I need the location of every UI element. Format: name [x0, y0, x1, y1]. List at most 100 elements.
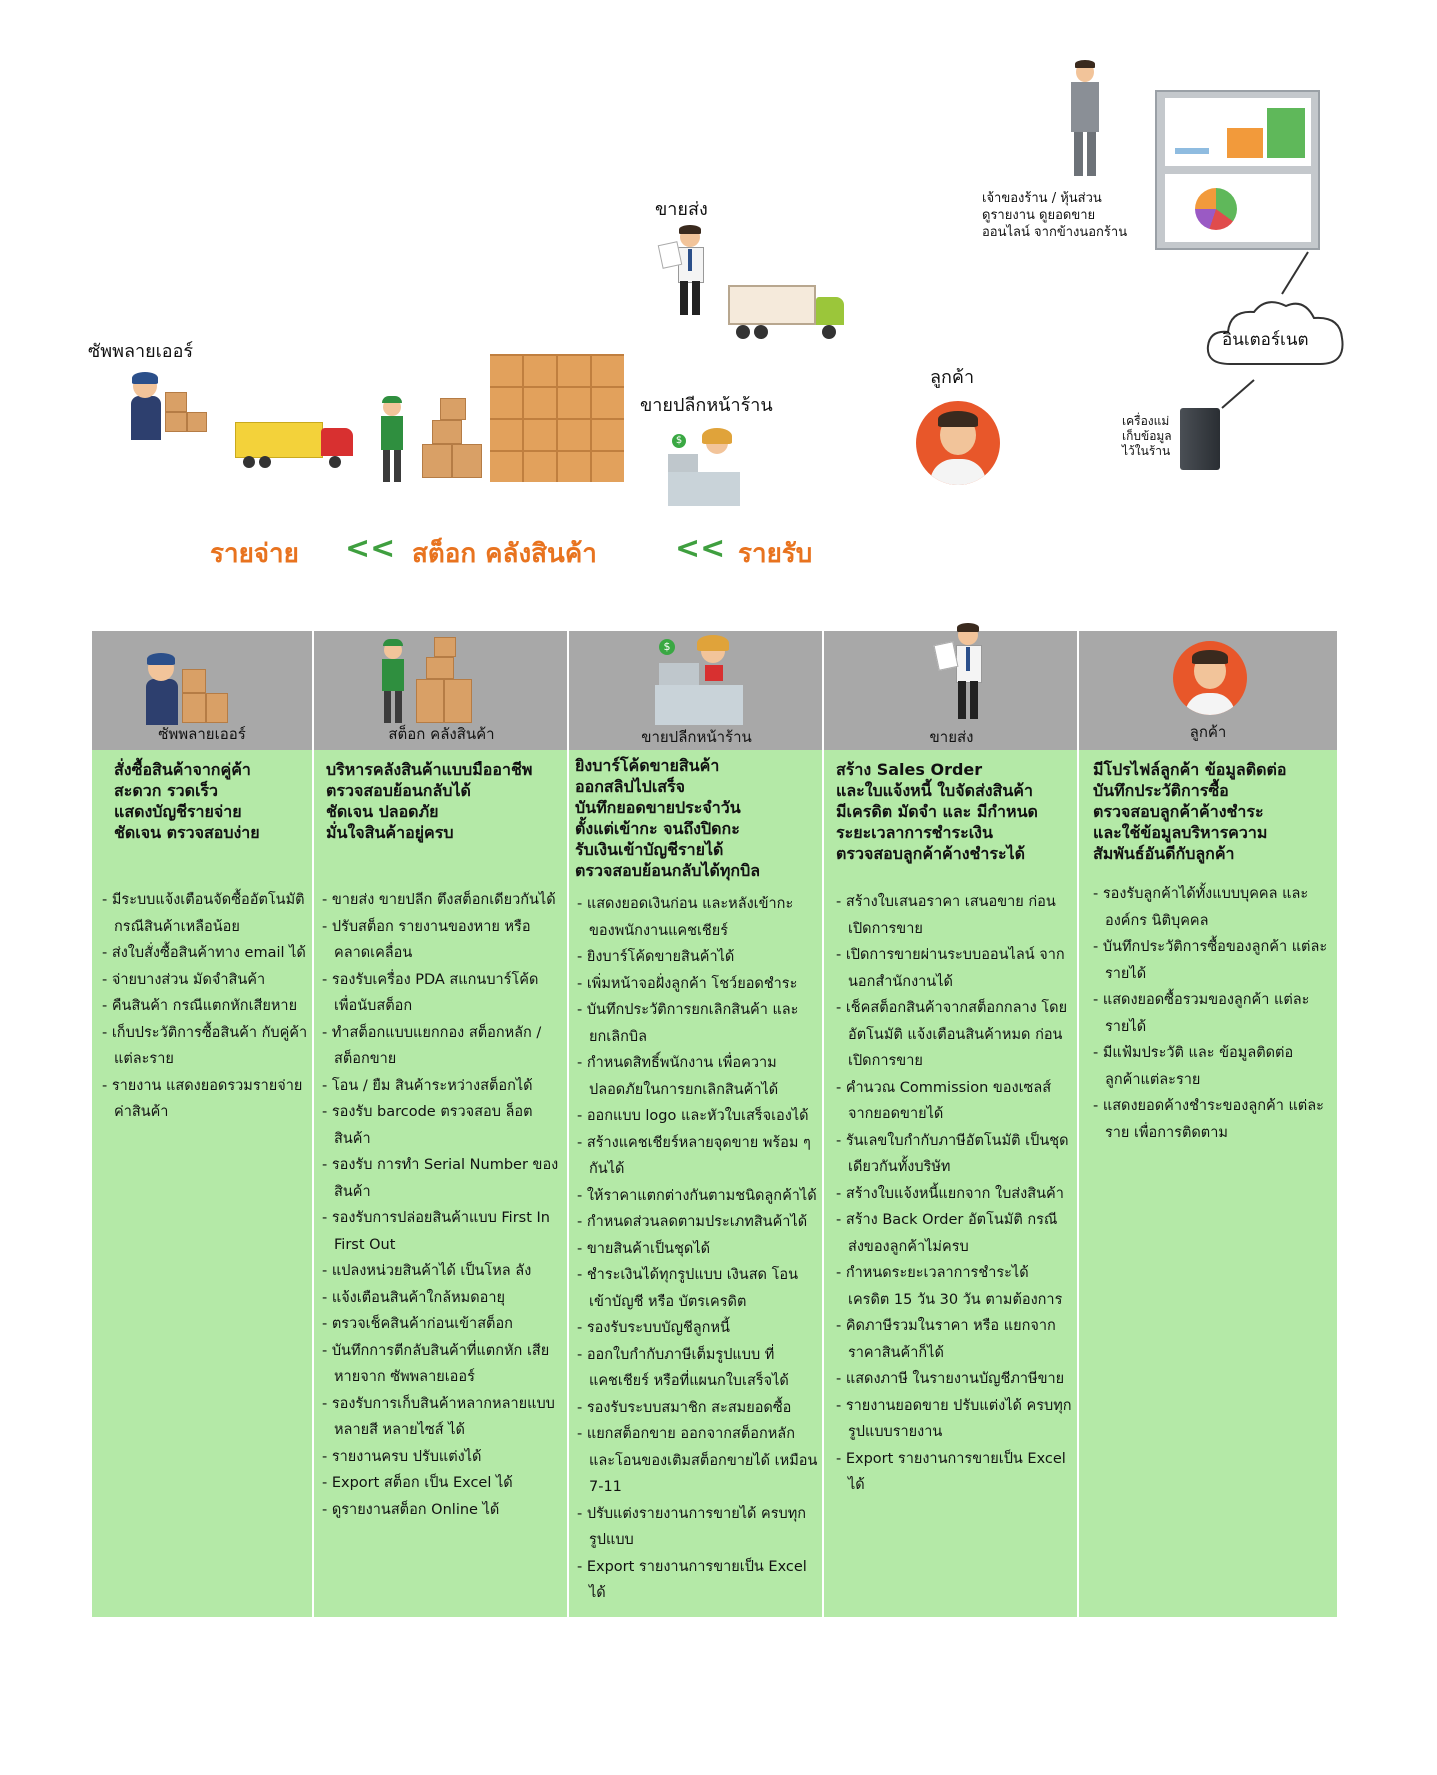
column-retail: $ ขายปลีกหน้าร้าน ยิงบาร์โค้ดขายสินค้า อ…	[567, 631, 824, 1617]
feature-item: ออกแบบ logo และหัวใบเสร็จเองได้	[573, 1103, 818, 1130]
owner-text: เจ้าของร้าน / หุ้นส่วน ดูรายงาน ดูยอดขาย…	[982, 191, 1128, 240]
feature-item: จ่ายบางส่วน มัดจำสินค้า	[98, 967, 308, 994]
column-summary: ยิงบาร์โค้ดขายสินค้า ออกสลิปไปเสร็จ บันท…	[575, 756, 761, 880]
feature-item: ทำสต็อกแบบแยกกอง สต็อกหลัก / สต็อกขาย	[318, 1020, 563, 1073]
wholesale-label: ขายส่ง	[655, 199, 708, 220]
feature-item: มีระบบแจ้งเตือนจัดซื้ออัตโนมัติ กรณีสินค…	[98, 887, 308, 940]
feature-item: รองรับการเก็บสินค้าหลากหลายแบบ หลายสี หล…	[318, 1391, 563, 1444]
warehouse-worker-icon	[376, 637, 476, 725]
boxes-stack-icon	[422, 398, 484, 480]
feature-item: รองรับเครื่อง PDA สแกนบาร์โค้ด เพื่อนับส…	[318, 967, 563, 1020]
feature-item: ดูรายงานสต็อก Online ได้	[318, 1497, 563, 1524]
delivery-truck-icon	[728, 285, 846, 341]
internet-label: อินเตอร์เนต	[1222, 330, 1309, 350]
flow-expense: รายจ่าย	[210, 539, 299, 569]
cloud-icon	[1200, 294, 1350, 378]
retail-label: ขายปลีกหน้าร้าน	[640, 395, 773, 416]
server-icon	[1180, 408, 1220, 470]
column-summary: สร้าง Sales Order และใบแจ้งหนี้ ใบจัดส่ง…	[836, 760, 1038, 863]
feature-item: Export รายงานการขายเป็น Excel ได้	[573, 1554, 818, 1607]
column-label: ซัพพลายเออร์	[158, 725, 246, 743]
supplier-label: ซัพพลายเออร์	[88, 341, 194, 362]
feature-item: บันทึกประวัติการยกเลิกสินค้า และยกเลิกบิ…	[573, 997, 818, 1050]
feature-item: ขายสินค้าเป็นชุดได้	[573, 1236, 818, 1263]
feature-item: แยกสต็อกขาย ออกจากสต็อกหลัก และโอนของเติ…	[573, 1421, 818, 1501]
flow-stock: สต็อก คลังสินค้า	[412, 539, 597, 569]
feature-item: ตรวจเช็คสินค้าก่อนเข้าสต็อก	[318, 1311, 563, 1338]
feature-item: คิดภาษีรวมในราคา หรือ แยกจากราคาสินค้าก็…	[832, 1313, 1073, 1366]
feature-item: บันทึกการตีกลับสินค้าที่แตกหัก เสียหายจา…	[318, 1338, 563, 1391]
column-label: ขายส่ง	[929, 728, 974, 746]
supplier-icon	[138, 651, 228, 727]
supplier-icon	[115, 370, 210, 442]
feature-item: กำหนดส่วนลดตามประเภทสินค้าได้	[573, 1209, 818, 1236]
feature-item: แสดงภาษี ในรายงานบัญชีภาษีขาย	[832, 1366, 1073, 1393]
feature-item: ส่งใบสั่งซื้อสินค้าทาง email ได้	[98, 940, 308, 967]
column-stock: สต็อก คลังสินค้า บริหารคลังสินค้าแบบมืออ…	[312, 631, 569, 1617]
column-label: ลูกค้า	[1189, 723, 1227, 741]
column-header: ลูกค้า	[1077, 631, 1337, 750]
feature-item: ขายส่ง ขายปลีก ตึงสต็อกเดียวกันได้	[318, 887, 563, 914]
feature-item: เพิ่มหน้าจอฝั่งลูกค้า โชว์ยอดชำระ	[573, 971, 818, 998]
feature-item: ชำระเงินได้ทุกรูปแบบ เงินสด โอนเข้าบัญชี…	[573, 1262, 818, 1315]
feature-item: รองรับระบบสมาชิก สะสมยอดซื้อ	[573, 1395, 818, 1422]
flow-income: รายรับ	[738, 539, 813, 569]
feature-item: เก็บประวัติการซื้อสินค้า กับคู่ค้าแต่ละร…	[98, 1020, 308, 1073]
feature-list: สร้างใบเสนอราคา เสนอขาย ก่อนเปิดการขาย เ…	[832, 889, 1073, 1499]
feature-item: ยิงบาร์โค้ดขายสินค้าได้	[573, 944, 818, 971]
feature-item: แจ้งเตือนสินค้าใกล้หมดอายุ	[318, 1285, 563, 1312]
feature-item: รองรับระบบบัญชีลูกหนี้	[573, 1315, 818, 1342]
customer-avatar-icon	[916, 401, 1000, 485]
feature-item: แปลงหน่วยสินค้าได้ เป็นโหล ลัง	[318, 1258, 563, 1285]
network-lines	[1221, 251, 1309, 409]
flow-chevron-2: <<	[675, 531, 726, 566]
feature-item: แสดงยอดเงินก่อน และหลังเข้ากะ ของพนักงาน…	[573, 891, 818, 944]
feature-item: ปรับแต่งรายงานการขายได้ ครบทุกรูปแบบ	[573, 1501, 818, 1554]
column-summary: สั่งซื้อสินค้าจากคู่ค้า สะดวก รวดเร็ว แส…	[114, 760, 260, 842]
column-label: ขายปลีกหน้าร้าน	[641, 728, 752, 746]
feature-item: รายงานครบ ปรับแต่งได้	[318, 1444, 563, 1471]
feature-item: กำหนดสิทธิ์พนักงาน เพื่อความ ปลอดภัยในกา…	[573, 1050, 818, 1103]
cashier-icon: $	[668, 428, 743, 508]
column-header: สต็อก คลังสินค้า	[312, 631, 569, 750]
feature-item: รองรับ barcode ตรวจสอบ ล็อตสินค้า	[318, 1099, 563, 1152]
feature-item: สร้างแคชเชียร์หลายจุดขาย พร้อม ๆ กันได้	[573, 1130, 818, 1183]
feature-item: ปรับสต็อก รายงานของหาย หรือ คลาดเคลื่อน	[318, 914, 563, 967]
column-summary: มีโปรไฟล์ลูกค้า ข้อมูลติดต่อ บันทึกประวั…	[1093, 760, 1287, 863]
feature-item: ออกใบกำกับภาษีเต็มรูปแบบ ที่แคชเชียร์ หร…	[573, 1342, 818, 1395]
feature-list: ขายส่ง ขายปลีก ตึงสต็อกเดียวกันได้ ปรับส…	[318, 887, 563, 1523]
feature-grid: ซัพพลายเออร์ สั่งซื้อสินค้าจากคู่ค้า สะด…	[92, 623, 1337, 1617]
salesman-icon	[657, 225, 710, 317]
feature-list: มีระบบแจ้งเตือนจัดซื้ออัตโนมัติ กรณีสินค…	[98, 887, 308, 1126]
feature-item: Export สต็อก เป็น Excel ได้	[318, 1470, 563, 1497]
feature-item: มีแฟ้มประวัติ และ ข้อมูลติดต่อ ลูกค้าแต่…	[1089, 1040, 1331, 1093]
column-wholesale: ขายส่ง สร้าง Sales Order และใบแจ้งหนี้ ใ…	[822, 623, 1079, 1617]
warehouse-boxes-icon	[490, 354, 624, 482]
column-customer: ลูกค้า มีโปรไฟล์ลูกค้า ข้อมูลติดต่อ บันท…	[1077, 631, 1337, 1617]
feature-item: รันเลขใบกำกับภาษีอัตโนมัติ เป็นชุดเดียวก…	[832, 1128, 1073, 1181]
feature-item: รองรับลูกค้าได้ทั้งแบบบุคคล และองค์กร นิ…	[1089, 881, 1331, 934]
salesman-icon	[933, 623, 994, 723]
truck-icon	[235, 422, 355, 470]
feature-item: แสดงยอดซื้อรวมของลูกค้า แต่ละรายได้	[1089, 987, 1331, 1040]
feature-item: รองรับการปล่อยสินค้าแบบ First In First O…	[318, 1205, 563, 1258]
feature-item: แสดงยอดค้างชำระของลูกค้า แต่ละราย เพื่อก…	[1089, 1093, 1331, 1146]
flow-chevron-1: <<	[345, 531, 396, 566]
dashboard-monitor-icon	[1155, 90, 1320, 250]
column-header: ซัพพลายเออร์	[92, 631, 312, 750]
worker-icon	[378, 396, 408, 484]
customer-label: ลูกค้า	[930, 367, 975, 388]
customer-icon	[1173, 641, 1247, 715]
feature-list: รองรับลูกค้าได้ทั้งแบบบุคคล และองค์กร นิ…	[1089, 881, 1331, 1146]
column-summary: บริหารคลังสินค้าแบบมืออาชีพ ตรวจสอบย้อนก…	[326, 760, 533, 842]
feature-item: เช็คสต็อกสินค้าจากสต็อกกลาง โดยอัตโนมัติ…	[832, 995, 1073, 1075]
feature-item: คำนวณ Commission ของเซลส์ จากยอดขายได้	[832, 1075, 1073, 1128]
feature-item: Export รายงานการขายเป็น Excel ได้	[832, 1446, 1073, 1499]
owner-icon	[1068, 60, 1102, 180]
feature-item: รายงาน แสดงยอดรวมรายจ่าย ค่าสินค้า	[98, 1073, 308, 1126]
server-text: เครื่องแม่ เก็บข้อมูล ไว้ในร้าน	[1122, 414, 1172, 458]
column-body	[92, 750, 312, 1617]
column-supplier: ซัพพลายเออร์ สั่งซื้อสินค้าจากคู่ค้า สะด…	[92, 631, 312, 1617]
feature-item: รองรับ การทำ Serial Number ของสินค้า	[318, 1152, 563, 1205]
feature-item: สร้างใบเสนอราคา เสนอขาย ก่อนเปิดการขาย	[832, 889, 1073, 942]
